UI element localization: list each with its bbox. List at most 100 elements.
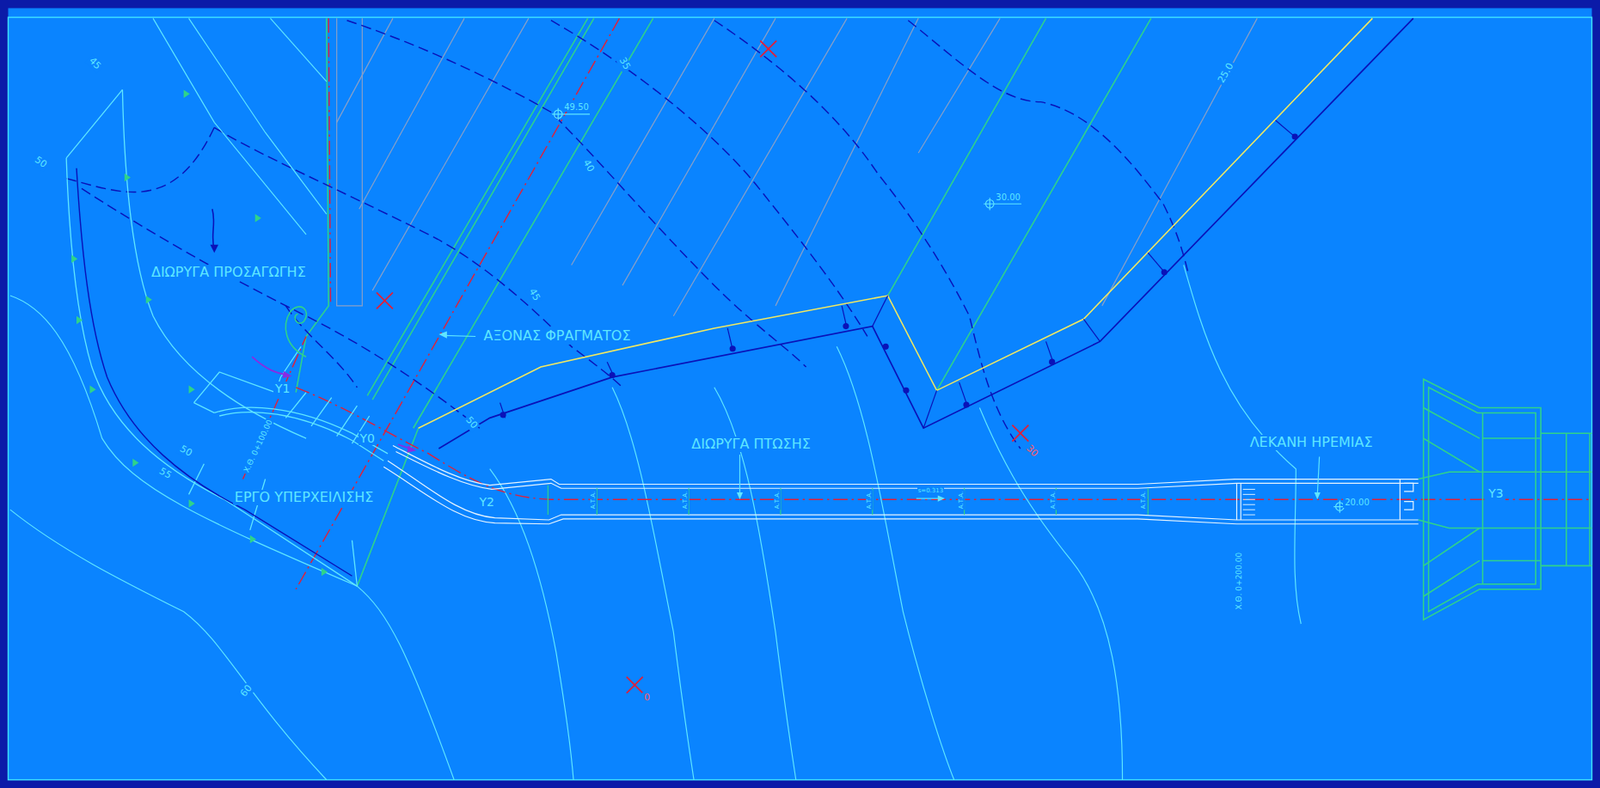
elevation-label: 49.50 — [562, 102, 591, 113]
drawing-line — [1317, 456, 1319, 496]
drawing-line — [937, 496, 945, 503]
drawing-line — [916, 498, 941, 500]
drawing-line — [714, 20, 1021, 449]
point-label: Υ1 — [273, 381, 292, 396]
drawing-line — [418, 18, 1374, 429]
drawing-line — [1236, 483, 1238, 521]
drawing-line — [66, 158, 357, 587]
drawing-line — [1423, 379, 1541, 620]
drawing-line — [888, 18, 1047, 296]
note-label: Α.Τ.Α. — [865, 490, 873, 511]
elevation-label: 20.00 — [1342, 497, 1372, 509]
drawing-line — [1403, 483, 1414, 510]
drawing-line — [321, 568, 328, 577]
drawing-line — [194, 403, 215, 414]
drawing-line — [153, 18, 307, 234]
drawing-line — [66, 89, 123, 158]
drawing-line — [836, 346, 954, 780]
drawing-line — [571, 18, 715, 265]
drawing-line — [285, 306, 357, 388]
contour-number: 45 — [85, 55, 105, 74]
drawing-line — [979, 408, 1122, 781]
drawing-line — [1566, 433, 1590, 566]
drawing-line — [209, 245, 218, 253]
drawing-line — [132, 459, 139, 467]
contour-number: 35 — [615, 55, 633, 74]
contour-number: 55 — [155, 465, 175, 484]
area-name: ΑΞΟΝΑΣ ΦΡΑΓΜΑΤΟΣ — [481, 328, 632, 344]
drawing-line — [1399, 479, 1401, 521]
drawing-line — [251, 356, 289, 375]
note-label: Α.Τ.Α. — [1049, 490, 1057, 511]
drawing-line — [490, 469, 574, 781]
drawing-line — [189, 385, 196, 393]
drawing-line — [1292, 133, 1299, 140]
area-name: ΛΕΚΑΝΗ ΗΡΕΜΙΑΣ — [1248, 435, 1375, 451]
drawing-line — [285, 306, 307, 357]
drawing-line — [295, 387, 1592, 500]
point-label: Υ0 — [358, 431, 377, 446]
drawing-line — [500, 133, 1299, 418]
contour-number: 50 — [462, 413, 481, 433]
drawing-line — [609, 372, 616, 379]
drawing-line — [438, 331, 1320, 503]
contour-number: 45 — [525, 285, 543, 305]
drawing-line — [882, 343, 889, 350]
drawing-line — [438, 331, 447, 339]
contour-number: 30 — [1022, 442, 1042, 462]
drawing-line — [547, 485, 549, 515]
point-label: Υ3 — [1486, 486, 1505, 501]
drawing-line — [962, 401, 969, 408]
drawing-line — [1048, 359, 1055, 366]
drawing-line — [1423, 408, 1480, 597]
drawing-line — [937, 18, 1152, 391]
drawing-line — [81, 188, 480, 429]
drawing-line — [282, 371, 293, 379]
drawing-line — [739, 454, 741, 496]
drawing-line — [500, 411, 507, 418]
drawing-line — [547, 485, 1148, 515]
contour-number: 0 — [642, 692, 652, 705]
drawing-line — [328, 18, 331, 307]
drawing-line — [1240, 483, 1242, 521]
drawing-line — [1243, 489, 1256, 515]
elevation-label: 30.00 — [993, 192, 1023, 203]
drawing-line — [337, 18, 363, 307]
drawing-line — [1428, 387, 1537, 613]
drawing-line — [1083, 318, 1100, 342]
drawing-line — [356, 428, 418, 587]
contour-number: 60 — [238, 681, 257, 701]
contour-number: 50 — [176, 443, 196, 461]
drawing-line — [407, 445, 417, 453]
drawing-line — [76, 168, 352, 577]
drawing-line — [1483, 438, 1542, 561]
note-label: Α.Τ.Α. — [590, 490, 598, 511]
drawing-line — [66, 127, 215, 192]
drawing-line — [1011, 425, 1029, 442]
drawing-line — [1418, 472, 1484, 528]
drawing-line — [626, 677, 644, 694]
drawing-line — [842, 323, 849, 330]
drawing-line — [918, 18, 1000, 154]
drawing-line — [295, 18, 1152, 587]
drawing-line — [872, 295, 889, 327]
drawing-line — [285, 392, 369, 444]
drawing-line — [189, 499, 196, 508]
drawing-line — [71, 255, 78, 264]
drawing-line — [214, 127, 623, 388]
area-name: ΔΙΩΡΥΓΑ ΠΤΩΣΗΣ — [689, 436, 813, 453]
drawing-line — [347, 20, 807, 368]
drawing-line — [295, 18, 329, 393]
note-label: s=0.313 — [917, 487, 945, 495]
drawing-line — [775, 18, 919, 307]
contour-number: 40 — [579, 156, 597, 176]
drawing-line — [622, 18, 776, 286]
drawing-line — [902, 387, 909, 394]
drawing-line — [250, 535, 257, 544]
drawing-line — [1046, 341, 1054, 362]
chainage-label: Χ.Θ. 0+100.00 — [241, 416, 276, 476]
drawing-line — [242, 18, 1592, 589]
drawing-line — [551, 108, 1370, 514]
drawing-line — [194, 346, 302, 403]
